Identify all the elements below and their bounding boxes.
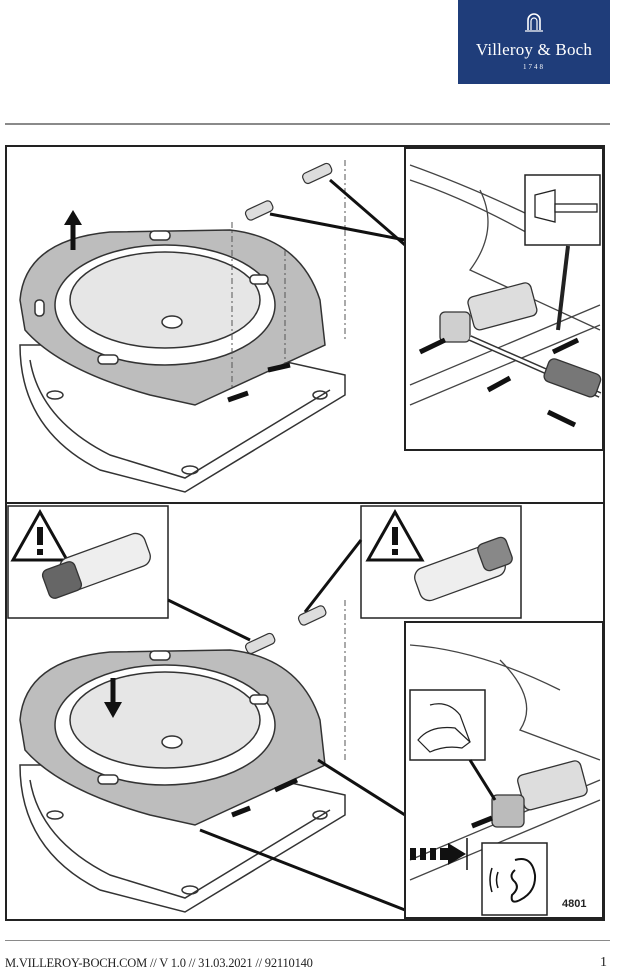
seat-ring-top <box>19 229 326 406</box>
hand-icon <box>409 689 486 761</box>
brand-year: 1748 <box>523 63 545 71</box>
seat-ring-bottom <box>19 649 326 826</box>
warning-icon <box>10 508 70 562</box>
toilet-bowl-bottom <box>19 764 346 913</box>
warning-icon <box>365 508 425 562</box>
page-number: 1 <box>600 955 607 970</box>
hinge-pin-top <box>244 162 333 221</box>
toilet-bowl-top <box>19 344 346 493</box>
header-divider <box>5 123 610 125</box>
hinge-detail-top <box>439 282 602 398</box>
arch-emblem-icon <box>525 13 543 32</box>
arrow-icon <box>227 390 249 403</box>
instruction-frame <box>5 145 605 921</box>
hinge-pin-bottom <box>245 605 327 655</box>
brand-logo: Villeroy & Boch 1748 <box>458 0 610 84</box>
arrow-icon <box>410 843 466 865</box>
footer-text: M.VILLEROY-BOCH.COM // V 1.0 // 31.03.20… <box>5 956 313 970</box>
arrow-icon <box>104 702 122 718</box>
illustration-code: 4801 <box>562 898 587 910</box>
ear-sound-icon <box>481 842 548 916</box>
hinge-detail-bottom <box>491 760 588 828</box>
arrow-icon <box>267 362 291 373</box>
brand-name: Villeroy & Boch <box>475 40 593 59</box>
arrow-icon <box>64 210 82 225</box>
hammer-icon <box>524 174 601 331</box>
footer-divider <box>5 940 610 941</box>
